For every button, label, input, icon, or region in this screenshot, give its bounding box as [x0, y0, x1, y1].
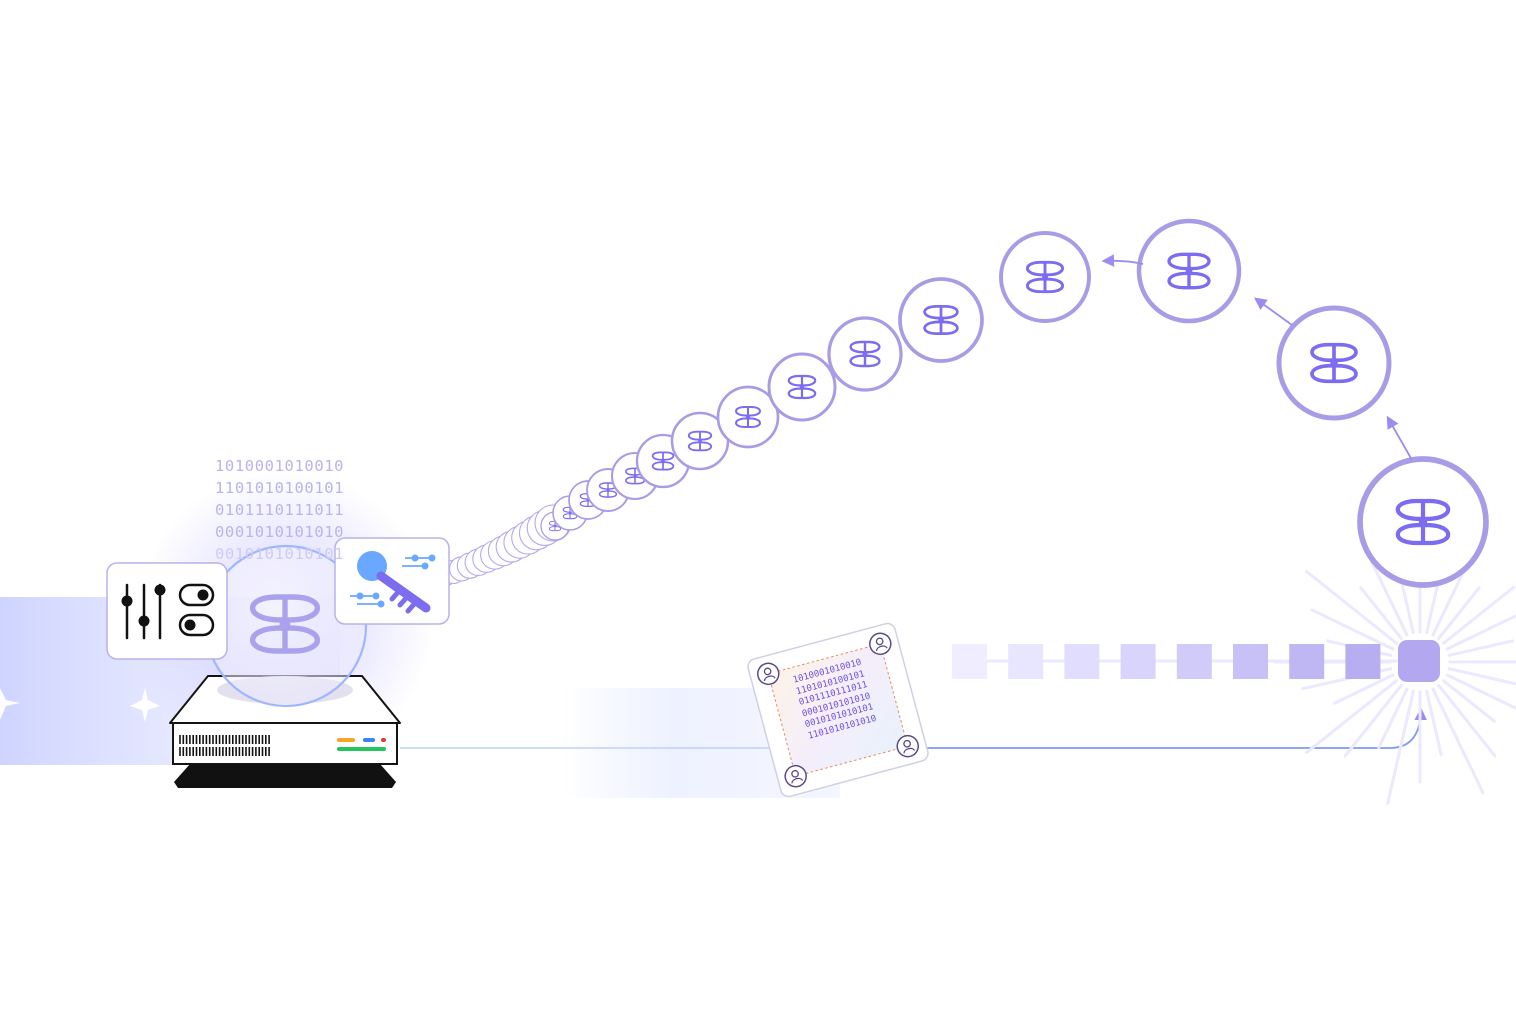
token-trail — [433, 504, 572, 587]
binary-line: 1101010100101 — [215, 479, 345, 497]
burst-ray — [1437, 586, 1481, 641]
pipeline-square — [1345, 644, 1381, 679]
settings-card — [106, 562, 228, 660]
burst-ray — [1425, 689, 1443, 757]
token — [999, 231, 1091, 323]
burst-ray — [1431, 687, 1485, 795]
chain-arrows — [1101, 254, 1413, 461]
signed-data-card — [747, 622, 929, 798]
burst-ray — [1310, 608, 1395, 651]
pipeline-square — [1008, 644, 1044, 679]
burst-ray — [1377, 687, 1409, 750]
token — [1136, 218, 1242, 324]
token — [1357, 456, 1489, 588]
status-led-green — [337, 747, 386, 751]
status-led-orange — [337, 738, 355, 742]
burst-ray — [1305, 570, 1399, 645]
token — [1276, 305, 1392, 421]
burst-ray — [1386, 689, 1415, 805]
token — [716, 385, 780, 449]
token — [827, 316, 903, 392]
server-base — [174, 764, 396, 788]
burst-ray — [1332, 673, 1395, 705]
pipeline-square — [1233, 644, 1268, 679]
token-chain — [540, 218, 1489, 588]
status-led-blue — [363, 738, 375, 742]
token — [898, 277, 984, 363]
pipeline-square — [1064, 644, 1100, 679]
burst-ray — [1445, 673, 1516, 710]
key-card — [334, 537, 450, 625]
pipeline-endpoint-node — [1398, 640, 1440, 682]
binary-line: 0010101010101 — [215, 545, 345, 563]
burst-rays — [1273, 519, 1516, 805]
pipeline-square — [952, 644, 987, 679]
binary-line: 0101110111011 — [215, 501, 345, 519]
burst-ray — [1441, 679, 1496, 723]
burst-ray — [1359, 586, 1403, 641]
pipeline-square — [1176, 644, 1212, 679]
token — [767, 352, 837, 422]
burst-ray — [1445, 614, 1516, 651]
burst-ray — [1366, 552, 1409, 637]
burst-ray — [1447, 639, 1515, 657]
pipeline-square — [1120, 644, 1156, 679]
binary-data-stack: 1010001010010 1101010100101 010111011101… — [215, 455, 344, 565]
burst-ray — [1447, 667, 1516, 686]
status-led-red — [381, 738, 386, 742]
server-vent — [179, 735, 270, 756]
pipeline-square — [1289, 644, 1325, 679]
circuit-icon — [350, 554, 436, 608]
sparkle-icon — [0, 688, 160, 722]
burst-ray — [1343, 683, 1403, 758]
burst-ray — [1437, 683, 1497, 758]
binary-line: 1010001010010 — [215, 457, 345, 475]
burst-ray — [1441, 585, 1516, 645]
burst-ray — [1305, 679, 1399, 754]
binary-line: 0001010101010 — [215, 523, 345, 541]
key-icon — [357, 551, 431, 614]
pipeline-squares — [952, 644, 1400, 679]
sliders-toggles-icon — [125, 583, 215, 640]
